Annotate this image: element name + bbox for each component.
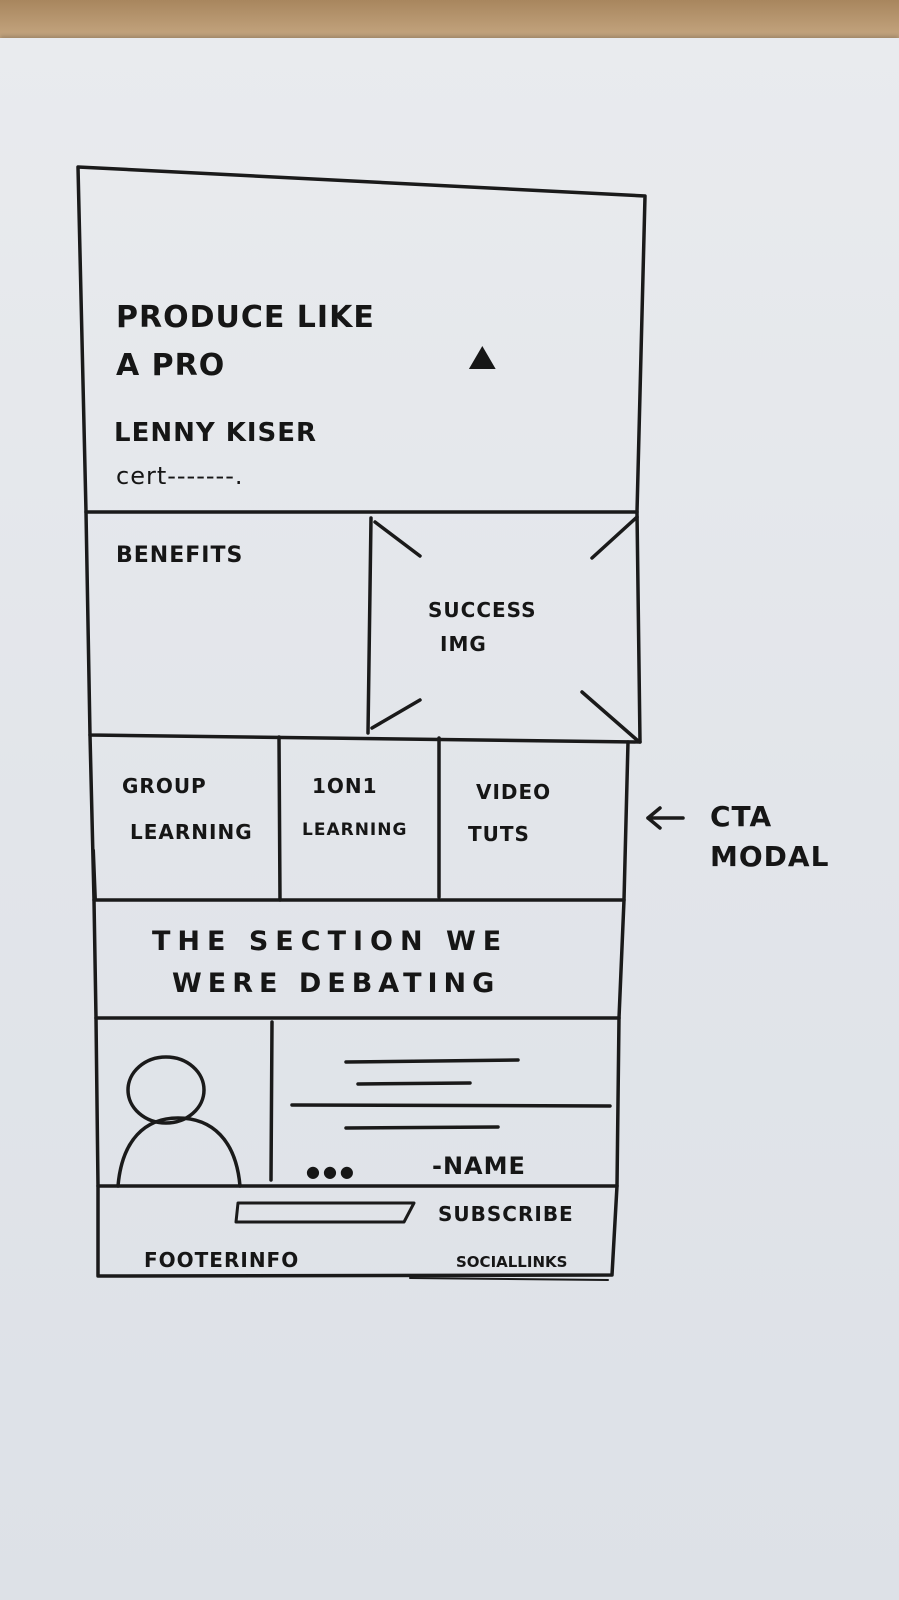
hero-title-line1: PRODUCE LIKE [116,300,375,335]
cta-annotation-arrow-icon: ← [650,802,652,803]
cta-card-group-learning[interactable]: GROUP LEARNING [94,740,278,898]
success-image-label-line2: IMG [440,632,487,656]
cta-card-1on1-learning[interactable]: 1ON1 LEARNING [282,740,438,898]
benefits-label: BENEFITS [116,543,244,568]
cta-card-label-line2: LEARNING [130,820,253,844]
cta-card-video-tuts[interactable]: VIDEO TUTS [442,740,626,898]
subscribe-input[interactable] [238,1203,414,1223]
testimonial-avatar [120,1054,242,1184]
cta-card-label-line2: LEARNING [302,820,408,840]
social-links[interactable]: SOCIALLINKS [456,1253,568,1271]
cta-card-label-line1: 1ON1 [312,774,378,798]
cta-annotation-line2: MODAL [710,840,830,873]
debate-section-line1: THE SECTION WE [152,926,509,957]
cta-card-label-line2: TUTS [468,822,530,846]
footer-info: FOOTERINFO [144,1248,300,1272]
hero-subline: cert-------. [116,462,244,490]
testimonial-carousel-dots[interactable]: ●●● [306,1162,357,1181]
hero-title-line2: A PRO [116,348,226,383]
subscribe-button[interactable]: SUBSCRIBE [438,1202,574,1226]
hero-name: LENNY KISER [114,418,318,448]
success-image-label-line1: SUCCESS [428,598,537,622]
testimonial-name: -NAME [432,1152,526,1180]
hero-image-icon: ⛰ [468,338,497,378]
cta-card-label-line1: GROUP [122,774,207,798]
cta-card-label-line1: VIDEO [476,780,552,804]
cta-annotation-line1: CTA [710,800,773,833]
debate-section-line2: WERE DEBATING [172,968,501,999]
